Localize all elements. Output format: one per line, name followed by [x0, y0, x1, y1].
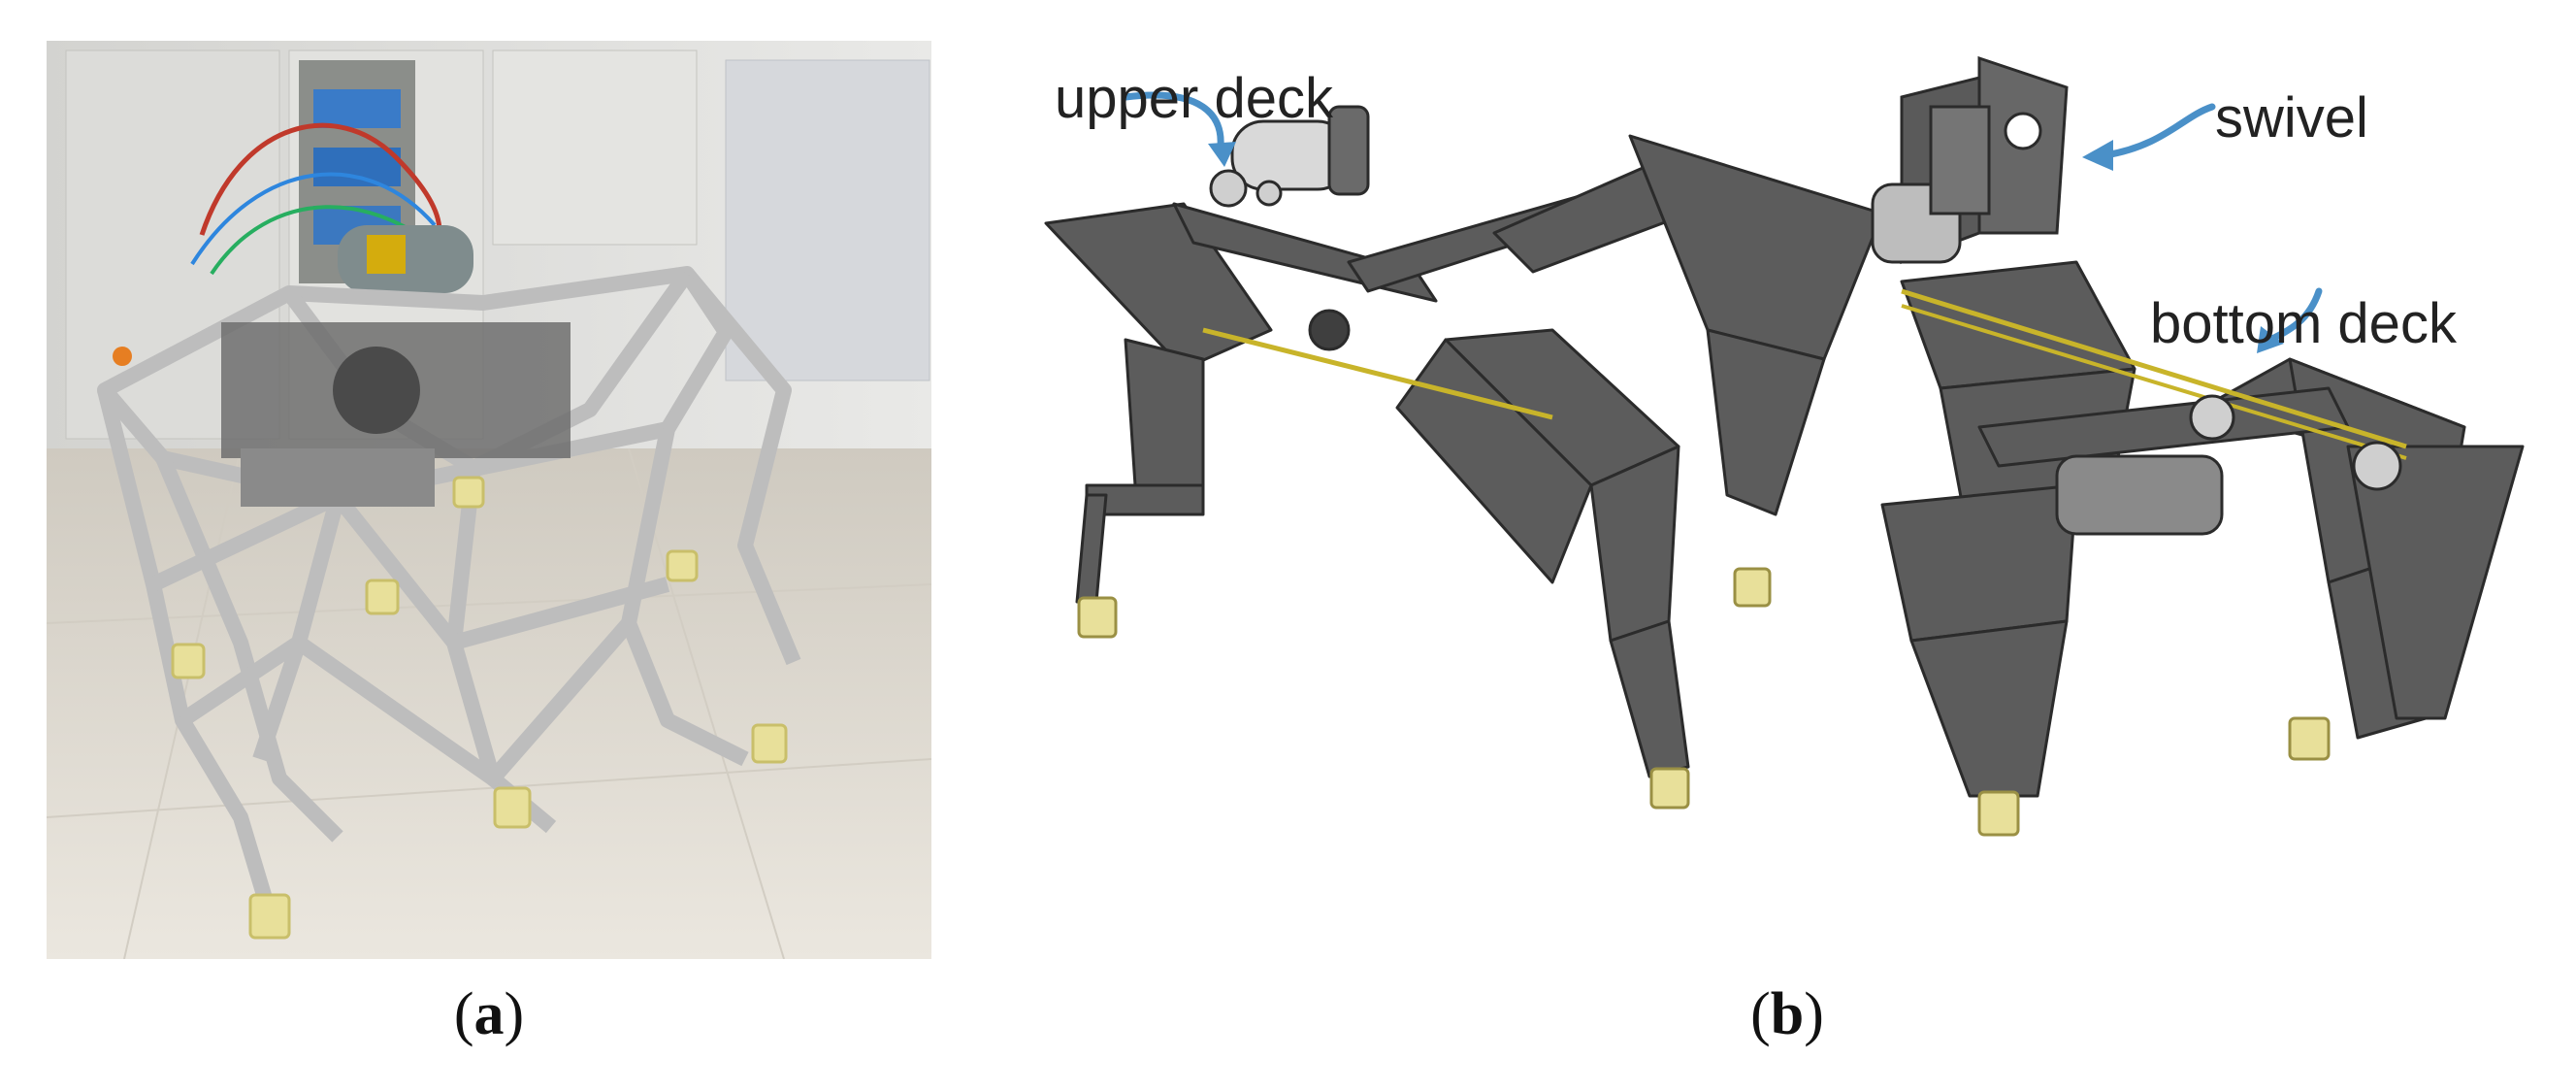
caption-b-letter: b — [1770, 981, 1805, 1047]
caption-b: (b) — [1690, 980, 1884, 1049]
caption-a-open: ( — [453, 981, 474, 1047]
swivel-arrow-icon — [2102, 103, 2216, 159]
caption-a-close: ) — [504, 981, 525, 1047]
swivel-label: swivel — [2215, 86, 2368, 149]
swivel-assembly — [1871, 55, 2069, 265]
callout-arrows — [1122, 91, 2323, 353]
robot-feet — [171, 476, 788, 940]
electronics-stack — [190, 60, 473, 293]
upper-deck-label: upper deck — [1055, 67, 1333, 130]
cad-render — [1044, 55, 2525, 837]
bottom-deck-label: bottom deck — [2150, 292, 2457, 355]
caption-a: (a) — [392, 980, 586, 1049]
bottom-deck-feet — [1977, 716, 2331, 837]
robot-photo — [47, 41, 931, 959]
upper-deck-assembly — [1044, 105, 1884, 778]
caption-a-letter: a — [473, 981, 505, 1047]
caption-b-close: ) — [1804, 981, 1824, 1047]
upper-deck-feet — [1077, 567, 1772, 810]
upper-deck-arrow-icon — [1122, 91, 1224, 149]
bottom-deck-assembly — [1880, 260, 2525, 798]
caption-b-open: ( — [1750, 981, 1771, 1047]
bottom-deck-arrow-icon — [2266, 287, 2323, 344]
